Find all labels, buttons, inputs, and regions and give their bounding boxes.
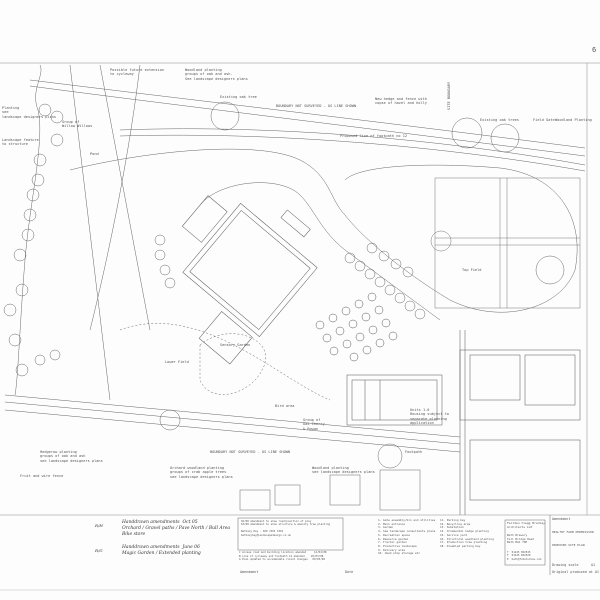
label-existing-oak: Existing oak tree xyxy=(220,95,257,99)
label-footpath: Proposed line of footpath no 12 xyxy=(340,134,408,138)
label-field-gate: Field Gate xyxy=(533,118,555,122)
architect-name: Feilden Clegg Bradley Architects LLP xyxy=(507,521,545,529)
footpath-line xyxy=(119,128,586,166)
title-amendment-label: Amendment xyxy=(552,517,571,521)
label-lower-field: Lower Field xyxy=(165,360,189,364)
label-unit-note: Units 1-6 Housing subject to separate pl… xyxy=(410,408,449,426)
field-line xyxy=(89,64,141,331)
label-site-boundary: SITE BOUNDARY xyxy=(447,81,451,110)
existing-trees xyxy=(159,101,565,469)
boundary-left xyxy=(14,64,42,396)
revision-box-text: 02/08 Amendment to show road/position of… xyxy=(241,520,331,537)
label-left-feature: Landscape feature to structure xyxy=(2,138,39,147)
label-group-trees: Group of Oak Cherry & Rowan xyxy=(303,418,325,431)
left-tree-belt xyxy=(3,103,176,377)
label-woodland-bottom: Woodland planting see landscape designer… xyxy=(312,466,375,475)
drawing-title: PROPOSED SITE PLAN xyxy=(552,543,585,547)
boundary-line-top xyxy=(29,79,586,149)
orchard-trees xyxy=(315,292,398,362)
label-woodland-right: Woodland Planting xyxy=(555,118,592,122)
revision-box xyxy=(237,517,344,551)
housing-buildings xyxy=(346,330,581,515)
revision-amendment-label: Amendment xyxy=(240,570,259,574)
revision-handwritten-1: Handdrawn amendments Oct 05 Orchard / Gr… xyxy=(122,520,231,537)
label-top-field: Top Field xyxy=(462,268,482,272)
boundary-bottom-3 xyxy=(4,409,461,453)
drawing-scale-label: Drawing scale xyxy=(552,563,579,567)
revision-date-label: Date xyxy=(345,570,354,574)
top-field-grid xyxy=(430,177,581,309)
boundary-line-top-2 xyxy=(29,85,586,157)
label-boundary-top: BOUNDARY NOT SURVEYED - OS LINE SHOWN xyxy=(276,104,357,108)
label-footpath-bottom: Footpath xyxy=(405,450,423,454)
label-hedgerow: Hedgerow planting groups of oak and ash … xyxy=(40,450,103,463)
original-paper-note: Original produced at A1 xyxy=(552,570,599,574)
path-dashed xyxy=(119,323,331,401)
label-fruit-wire: Fruit and wire fence xyxy=(20,474,64,478)
notes-column-1: 1- Gate assembly/bin and utilities 2- Ma… xyxy=(378,518,436,556)
label-pond: Pond xyxy=(90,152,99,156)
sensory-garden-outline xyxy=(199,333,266,395)
label-sensory-garden: Sensory Garden xyxy=(220,343,251,347)
field-line xyxy=(69,64,111,401)
field-line xyxy=(99,64,151,331)
notes-column-2: 11- Parking bay 12- Recycling area 13- S… xyxy=(440,518,494,548)
label-left-planting: Planting see landscape designers plans xyxy=(2,106,57,119)
label-boundary-bottom: BOUNDARY NOT SURVEYED - OS LINE SHOWN xyxy=(210,450,291,454)
paper-size: A1 xyxy=(591,563,596,567)
access-road xyxy=(69,148,578,313)
revision-code-1: R/H xyxy=(95,523,103,528)
project-name: HEALTHY FARM PERMISSION xyxy=(552,530,594,534)
access-road-inner xyxy=(199,182,441,321)
main-building xyxy=(181,195,318,365)
avenue-trees xyxy=(344,242,426,320)
architect-box xyxy=(504,519,546,566)
label-group-willows: Group of Willow Willows xyxy=(62,120,93,129)
corner-mark: 6 xyxy=(592,46,597,54)
architect-contact: T 01225 852545 F 01225 852528 E bath@fcb… xyxy=(507,551,542,561)
footpath-line-2 xyxy=(119,134,586,172)
adjacent-houses xyxy=(239,469,421,511)
boundary-bottom-2 xyxy=(4,401,461,445)
boundary-bottom xyxy=(4,394,461,438)
label-bird-area: Bird area xyxy=(275,404,295,408)
revision-handwritten-2: Handdrawn amendments June 06 Magic Garde… xyxy=(122,545,201,556)
revision-lines: C Access road and building location amen… xyxy=(239,551,327,562)
label-orchard-planting: Orchard woodland planting groups of crab… xyxy=(170,466,233,479)
revision-code-2: R/G xyxy=(95,548,103,553)
architect-address: Bath Brewery Toll Bridge Road Bath BA1 7… xyxy=(507,533,534,545)
label-existing-oaks: Existing oak trees xyxy=(480,118,519,122)
label-cycleway: Possible future extension to cycleway xyxy=(110,68,165,77)
label-hedge: New hedge and fence with copse of hazel … xyxy=(375,97,427,106)
label-woodland-top: Woodland planting groups of oak and ash.… xyxy=(185,68,248,81)
